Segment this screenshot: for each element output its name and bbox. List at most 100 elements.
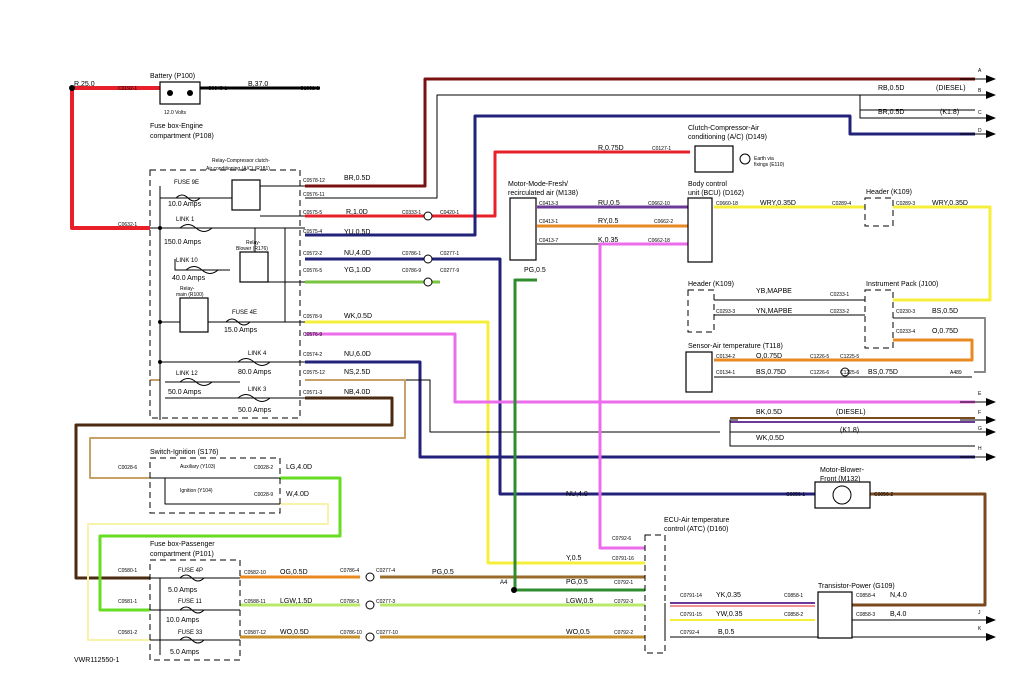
label-c0233-2: C0233-2 xyxy=(830,309,849,315)
label-yn-mapbe: YN,MAPBE xyxy=(756,308,793,315)
label-battery-volts: 12.0 Volts xyxy=(164,110,186,116)
label-c0660-18: C0660-18 xyxy=(716,201,738,207)
label-link12: LINK 12 xyxy=(176,371,198,377)
motor-icon xyxy=(832,485,852,505)
label-wk05b: WK,0.5D xyxy=(756,435,784,442)
engine-link10 xyxy=(174,259,230,271)
label-c0581-2: C0581-2 xyxy=(118,630,137,636)
label-relay-main1: Relay- xyxy=(180,286,195,292)
label-c0333: C0333-1 xyxy=(402,210,421,216)
label-lg40: LG,4.0D xyxy=(286,464,312,471)
fuse-box-passenger-outline xyxy=(149,559,241,661)
label-fuse4e: FUSE 4E xyxy=(232,310,257,316)
label-c0134-2: C0134-2 xyxy=(716,354,735,360)
transistor-box xyxy=(817,591,853,639)
wire-nu60 xyxy=(305,360,975,459)
label-yw035: YW,0.35 xyxy=(716,611,743,618)
label-n40: N,4.0 xyxy=(890,592,907,599)
label-ignition: Ignition (Y104) xyxy=(180,488,213,494)
link-4-symbol xyxy=(237,358,271,366)
label-header-k109b: Header (K109) xyxy=(688,281,734,288)
label-o075: O,0.75D xyxy=(932,328,958,335)
label-link12-amps: 50.0 Amps xyxy=(168,389,202,396)
label-c0792-1: C0792-1 xyxy=(614,580,633,586)
label-wo05b: WO,0.5 xyxy=(566,629,590,636)
label-arrow-b: B xyxy=(978,88,982,94)
label-blower2: Front (M132) xyxy=(820,476,860,483)
label-sensor: Sensor-Air temperature (T118) xyxy=(688,343,783,350)
label-earth1: Earth via xyxy=(754,156,774,162)
label-y05: Y,0.5 xyxy=(566,555,582,562)
label-c0858-1: C0858-1 xyxy=(784,593,803,599)
label-br05: BR,0.5D xyxy=(344,175,370,182)
label-diesel: (DIESEL) xyxy=(936,85,966,92)
label-arrow-a: A xyxy=(978,68,982,74)
label-c0786-3: C0786-3 xyxy=(340,599,359,605)
wire-blower-brown xyxy=(852,492,987,607)
label-c0786-9: C0786-9 xyxy=(402,268,421,274)
wire-nb40 xyxy=(74,396,394,580)
label-c0576-11: C0576-11 xyxy=(303,192,325,198)
label-c0662-10: C0662-10 xyxy=(648,201,670,207)
label-r075: R,0.75D xyxy=(598,145,624,152)
label-arrow-c: C xyxy=(978,110,982,116)
label-link10: LINK 10 xyxy=(176,258,198,264)
link-3-symbol xyxy=(237,394,271,402)
label-fuse4p-amps: 5.0 Amps xyxy=(168,587,198,594)
fuse-11-symbol xyxy=(179,606,205,614)
label-c0786-1: C0786-1 xyxy=(402,251,421,257)
label-instrument: Instrument Pack (J100) xyxy=(866,281,938,288)
relay-main-box xyxy=(179,297,209,333)
wire-lg40 xyxy=(98,476,342,612)
label-bcu2: unit (BCU) (D162) xyxy=(688,190,744,197)
label-arrow-d: D xyxy=(978,128,982,134)
label-blower1: Motor-Blower- xyxy=(820,467,865,474)
label-o075b: O,0.75D xyxy=(756,353,782,360)
label-c0858-4: C0858-4 xyxy=(856,593,875,599)
connector-circles xyxy=(365,211,850,642)
label-c0233-1: C0233-1 xyxy=(830,292,849,298)
label-c0858-3: C0858-3 xyxy=(856,612,875,618)
label-c1226-6: C1226-6 xyxy=(810,370,829,376)
wire-r10 xyxy=(305,150,690,218)
label-link1-amps: 150.0 Amps xyxy=(164,239,201,246)
label-c0662-18: C0662-18 xyxy=(648,238,670,244)
wire-o075 xyxy=(714,338,974,362)
label-yk035: YK,0.35 xyxy=(716,592,741,599)
label-link1: LINK 1 xyxy=(176,217,195,223)
label-br05d: BR,0.5D xyxy=(878,109,904,116)
label-fuse9e: FUSE 9E xyxy=(174,180,199,186)
label-c0571-3: C0571-3 xyxy=(303,390,322,396)
label-c0293-3: C0293-3 xyxy=(716,309,735,315)
output-arrows xyxy=(960,75,996,641)
label-bk05: BK,0.5D xyxy=(756,409,782,416)
label-c0791-14: C0791-14 xyxy=(680,593,702,599)
earth-icon xyxy=(739,153,751,165)
label-lgw15: LGW,1.5D xyxy=(280,598,312,605)
label-earth2: fixings (E110) xyxy=(754,162,785,168)
label-fuse33-amps: 5.0 Amps xyxy=(170,649,200,656)
wire-tan-loop xyxy=(89,379,406,479)
label-c0028-9: C0028-9 xyxy=(254,492,273,498)
label-c0786-10: C0786-10 xyxy=(340,630,362,636)
label-header-k109: Header (K109) xyxy=(866,189,912,196)
label-c0791-16: C0791-16 xyxy=(612,556,634,562)
label-c0028-2: C0028-2 xyxy=(254,465,273,471)
fuse-box-engine-outline xyxy=(149,169,301,419)
label-rb05: RB,0.5D xyxy=(878,85,904,92)
label-c0056-1: C0056-1 xyxy=(786,492,805,498)
label-nu40: NU,4.0D xyxy=(344,250,371,257)
label-c0580-1: C0580-1 xyxy=(118,568,137,574)
fuse-9e-symbol xyxy=(175,194,201,202)
label-c0575-5: C0575-5 xyxy=(303,210,322,216)
label-c0578-12: C0578-12 xyxy=(303,178,325,184)
label-fuse-box-engine: Fuse box-Engine xyxy=(150,123,203,130)
battery-terminal-pos xyxy=(167,90,173,96)
link-10-symbol xyxy=(185,266,219,274)
label-bcu1: Body control xyxy=(688,181,727,188)
label-c1226-5: C1226-5 xyxy=(810,354,829,360)
fuse-4e-symbol xyxy=(225,318,251,326)
label-c0588-11: C0588-11 xyxy=(244,599,266,605)
label-fuse11-amps: 10.0 Amps xyxy=(166,617,200,624)
label-fuse9e-amps: 10.0 Amps xyxy=(168,201,202,208)
